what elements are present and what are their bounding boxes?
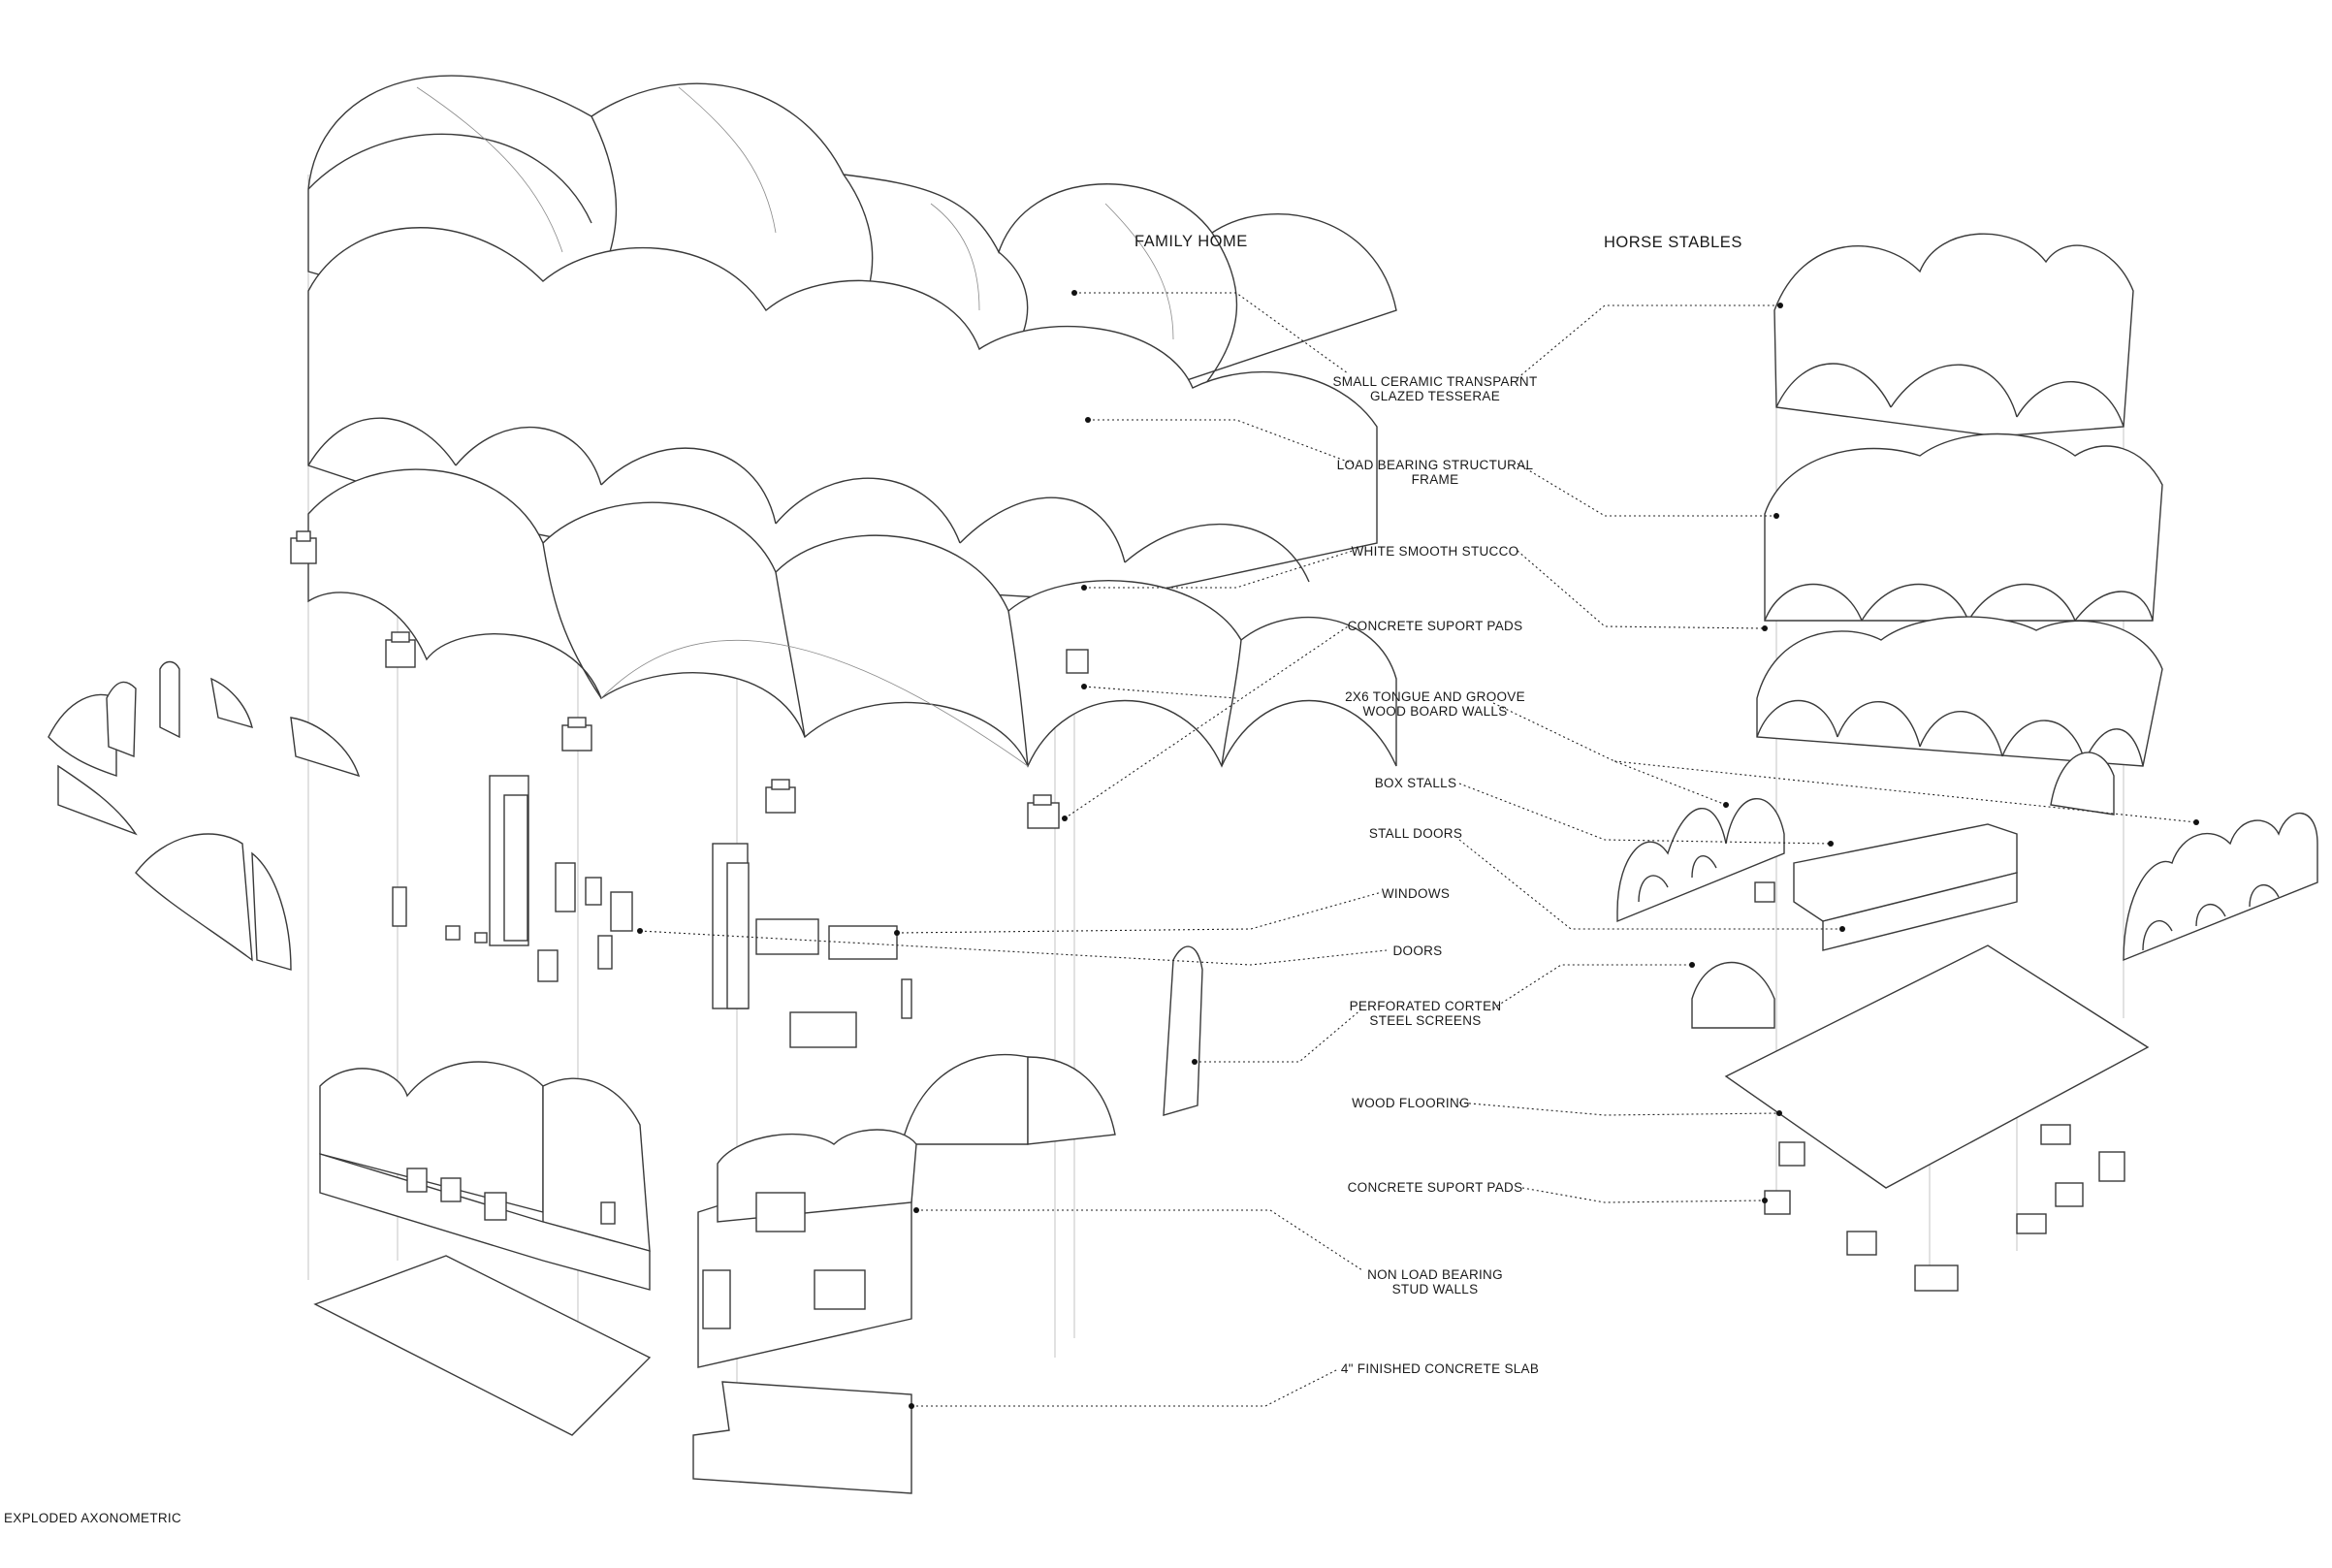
home-windows-doors [392, 775, 912, 1048]
label-concrete-slab: 4" FINISHED CONCRETE SLAB [1340, 1361, 1540, 1376]
label-doors: DOORS [1392, 944, 1443, 958]
label-stall-doors: STALL DOORS [1368, 826, 1463, 841]
label-windows: WINDOWS [1381, 886, 1451, 901]
label-concrete-pads-home: CONCRETE SUPORT PADS [1347, 619, 1523, 633]
leader-lines [637, 290, 2199, 1409]
stables-concrete-pads [1764, 1124, 2125, 1292]
home-corten-screens-left [48, 660, 361, 971]
stables-wood-flooring [1724, 944, 2150, 1189]
header-horse-stables: HORSE STABLES [1604, 234, 1742, 251]
label-structural-frame: LOAD BEARING STRUCTURAL FRAME [1336, 458, 1534, 487]
home-stud-walls [319, 1061, 917, 1368]
drawing-title: EXPLODED AXONOMETRIC [4, 1511, 182, 1525]
home-corten-screens-right [901, 945, 1203, 1145]
label-wood-flooring: WOOD FLOORING [1352, 1096, 1470, 1110]
home-stucco-shell [307, 468, 1397, 768]
stables-stucco-shell [1756, 616, 2163, 767]
home-concrete-pads [290, 530, 1089, 829]
home-concrete-slabs [313, 1255, 912, 1494]
stables-wood-board-walls [1616, 798, 2318, 962]
home-structural-frame [307, 227, 1378, 602]
label-tongue-groove: 2X6 TONGUE AND GROOVE WOOD BOARD WALLS [1345, 689, 1525, 719]
label-tesserae: SMALL CERAMIC TRANSPARNT GLAZED TESSERAE [1332, 374, 1538, 403]
label-concrete-pads-stables: CONCRETE SUPORT PADS [1347, 1180, 1523, 1195]
stables-box-stalls [1691, 752, 2115, 1029]
header-family-home: FAMILY HOME [1134, 233, 1248, 250]
label-stud-walls: NON LOAD BEARING STUD WALLS [1367, 1267, 1503, 1296]
label-corten-screens: PERFORATED CORTEN STEEL SCREENS [1349, 999, 1502, 1028]
stables-tesserae-domes [1773, 233, 2134, 437]
label-stucco: WHITE SMOOTH STUCCO [1351, 544, 1519, 559]
stables-structural-frame [1764, 432, 2163, 622]
label-box-stalls: BOX STALLS [1374, 776, 1457, 790]
